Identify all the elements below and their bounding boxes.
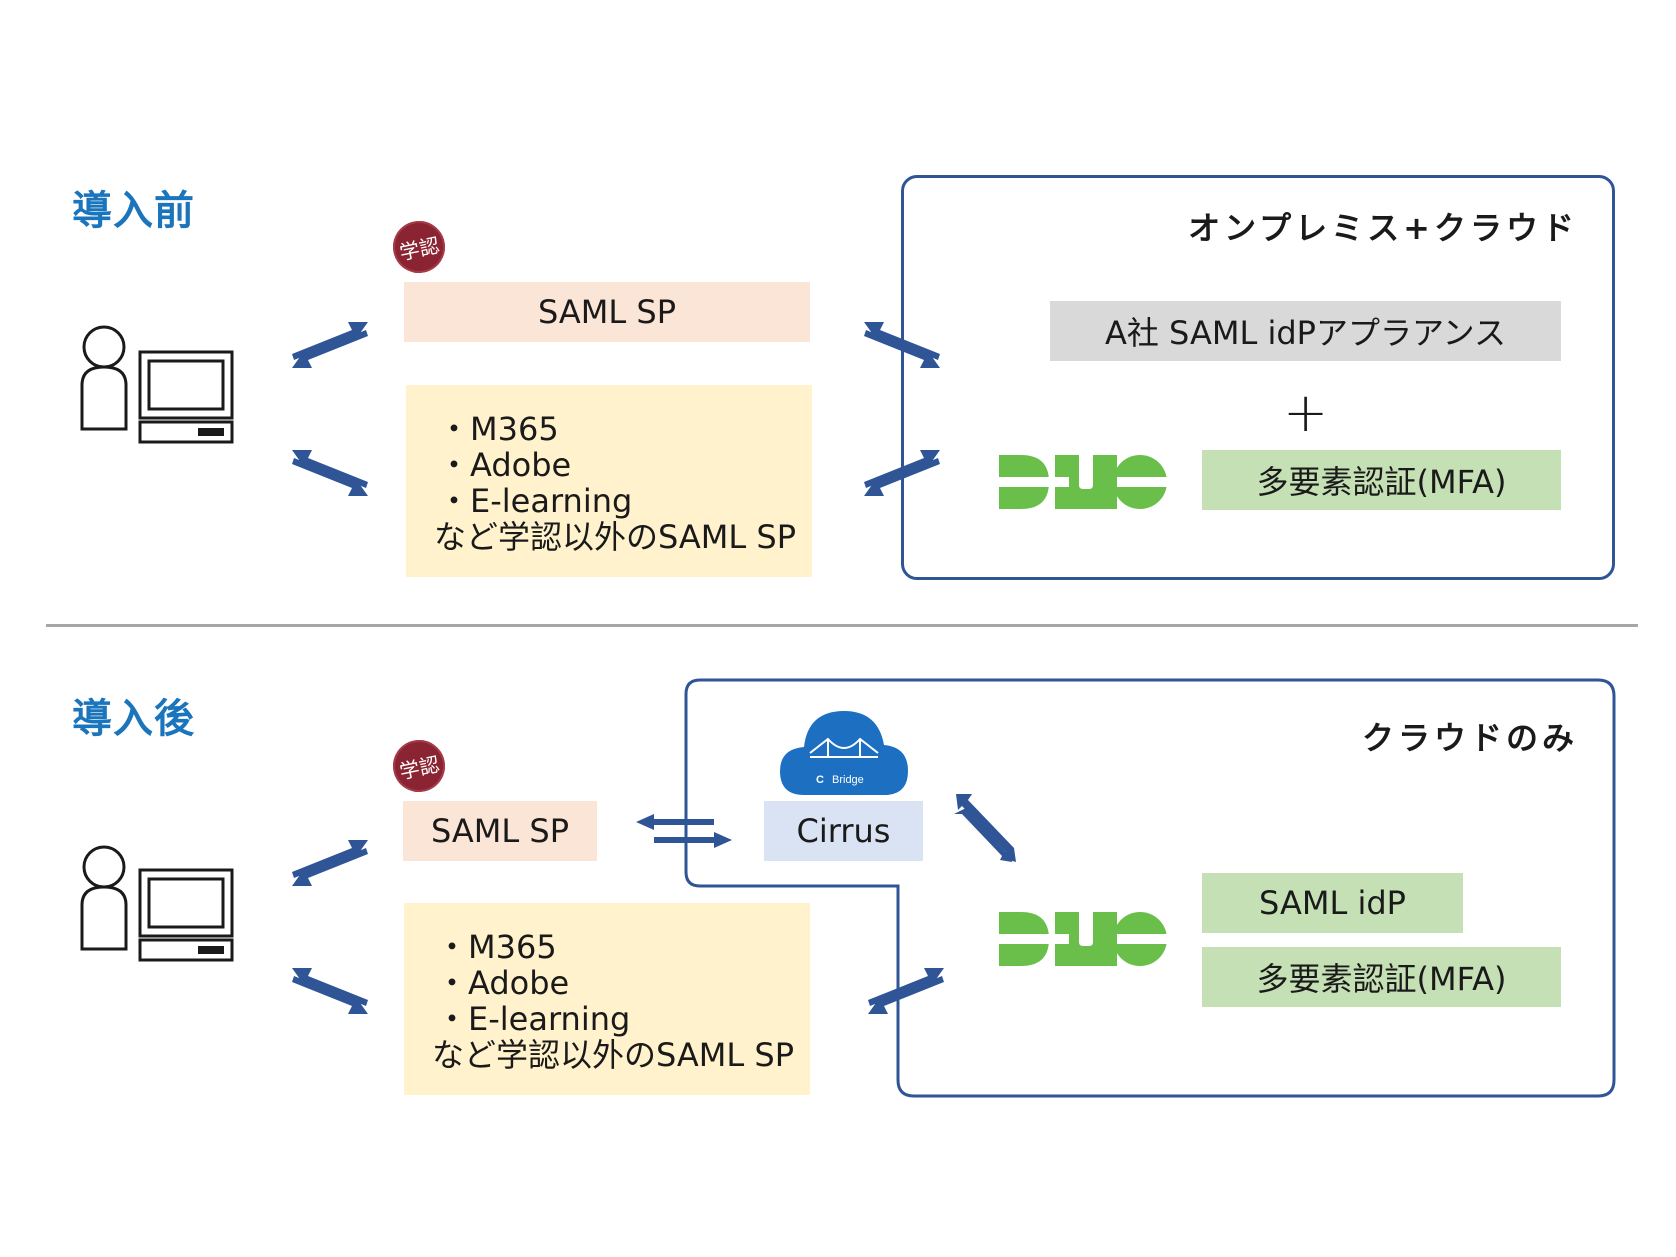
bridge-label: Bridge (832, 774, 864, 786)
before-section-title: 導入前 (72, 188, 195, 234)
computer-icon (138, 868, 234, 962)
bidirectional-arrow-icon (292, 450, 368, 496)
after-region-label: クラウドのみ (1361, 719, 1578, 757)
sp-list-item: ・Adobe (438, 446, 572, 484)
sp-list-footer: など学認以外のSAML SP (432, 1036, 795, 1074)
before-other-sp-box: ・M365 ・Adobe ・E-learning など学認以外のSAML SP (406, 385, 812, 577)
sp-list-item: ・E-learning (438, 482, 633, 520)
bidirectional-arrow-icon (636, 814, 732, 848)
after-saml-sp-box: SAML SP (403, 801, 597, 861)
before-region-label: オンプレミス+クラウド (1188, 209, 1578, 247)
sp-list-item: ・M365 (436, 928, 557, 966)
bidirectional-arrow-icon (292, 968, 368, 1014)
sp-list-item: ・Adobe (436, 964, 570, 1002)
cirrus-box: Cirrus (764, 801, 923, 861)
duo-logo-icon (999, 912, 1167, 966)
svg-text:C: C (816, 774, 824, 786)
before-onprem-cloud-frame (901, 175, 1615, 580)
after-mfa-box: 多要素認証(MFA) (1202, 947, 1561, 1007)
bidirectional-arrow-icon (868, 968, 944, 1014)
bidirectional-arrow-icon (292, 322, 368, 368)
section-divider (46, 624, 1638, 627)
saml-idp-box: SAML idP (1202, 873, 1463, 933)
bridge-cloud-icon: C Bridge (780, 711, 908, 795)
sp-list-footer: など学認以外のSAML SP (434, 518, 797, 556)
sp-list-item: ・M365 (438, 410, 559, 448)
computer-icon (138, 350, 234, 444)
duo-logo-icon (999, 455, 1167, 509)
before-mfa-box: 多要素認証(MFA) (1202, 450, 1561, 510)
user-icon (80, 845, 128, 951)
appliance-box: A社 SAML idPアプラアンス (1050, 301, 1561, 361)
plus-sign: + (1283, 381, 1329, 444)
user-icon (80, 325, 128, 431)
after-other-sp-box: ・M365 ・Adobe ・E-learning など学認以外のSAML SP (404, 903, 810, 1095)
bidirectional-arrow-icon (292, 840, 368, 886)
sp-list-item: ・E-learning (436, 1000, 631, 1038)
after-section-title: 導入後 (72, 696, 195, 742)
bidirectional-arrow-icon (864, 322, 940, 368)
before-saml-sp-box: SAML SP (404, 282, 810, 342)
bidirectional-arrow-icon (864, 450, 940, 496)
bidirectional-arrow-icon (954, 794, 1016, 862)
